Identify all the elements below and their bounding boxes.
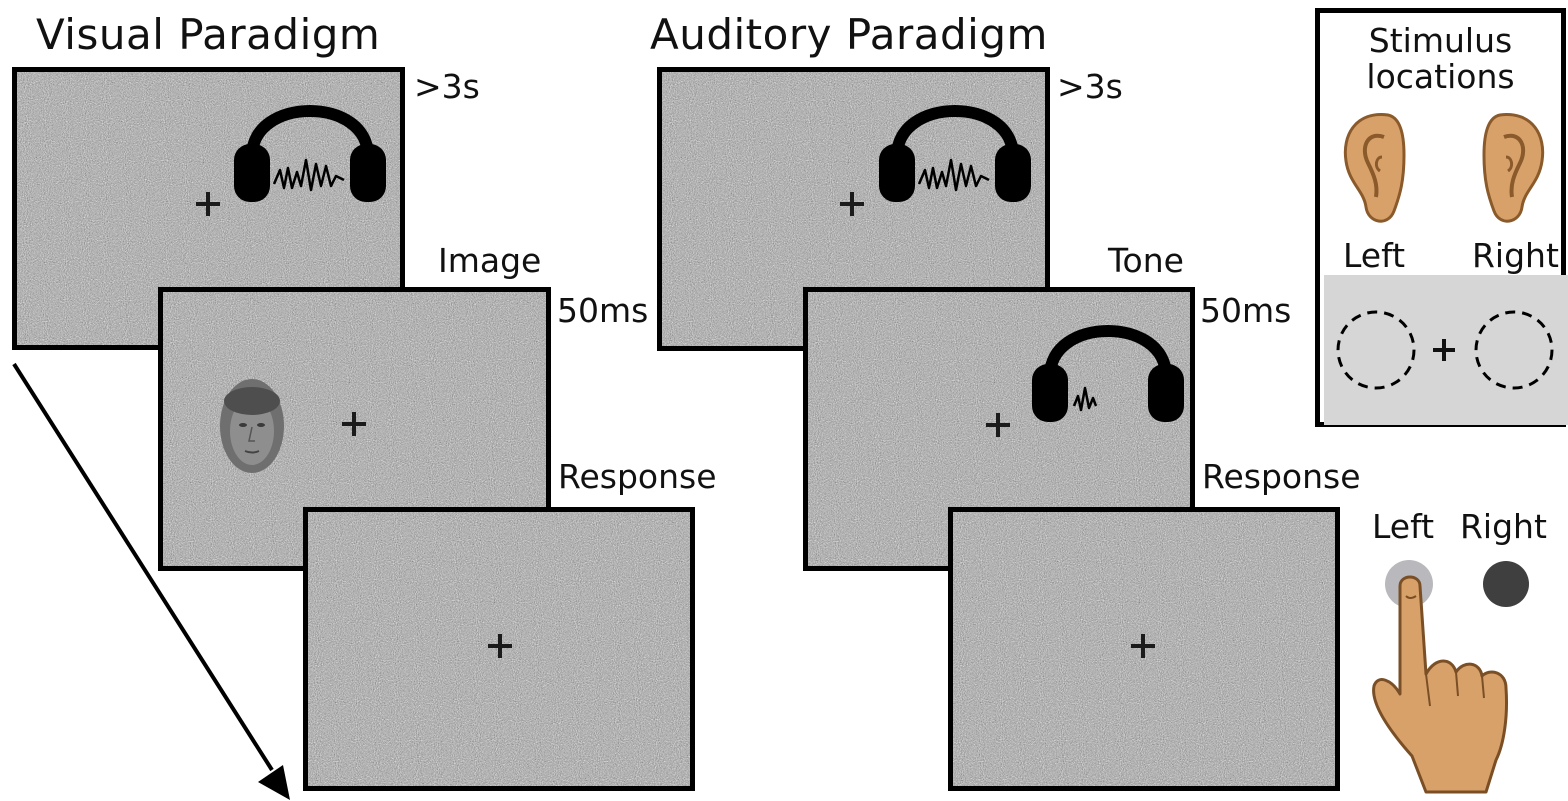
headphones-icon: [879, 105, 1031, 202]
fixation-cross-icon: [1131, 634, 1155, 658]
finger-press-icon: [1372, 560, 1508, 794]
visual-response-label: Response: [558, 457, 717, 496]
headphones-icon: [234, 105, 386, 202]
auditory-stimulus-duration: 50ms: [1200, 291, 1292, 330]
fixation-cross-icon: [488, 634, 512, 658]
stimulus-locations-title: Stimulus locations: [1320, 23, 1561, 95]
visual-stimulus-duration: 50ms: [557, 291, 649, 330]
visual-fixation-duration: >3s: [414, 67, 480, 106]
auditory-paradigm-title: Auditory Paradigm: [650, 10, 1048, 59]
location-right-label: Right: [1472, 236, 1559, 275]
visual-stimulus-label: Image: [438, 241, 542, 280]
location-circles: [1336, 310, 1554, 390]
fixation-cross-icon: [342, 412, 366, 436]
button-right-label: Right: [1460, 507, 1547, 546]
fixation-cross-icon: [840, 192, 864, 216]
visual-paradigm-title: Visual Paradigm: [36, 10, 381, 59]
ear-icon: [1343, 113, 1406, 223]
headphones-icon: [1032, 325, 1184, 422]
stimulus-locations-panel: Stimulus locations Left Right: [1315, 8, 1568, 427]
auditory-response-screen: [948, 507, 1340, 791]
locations-display: [1324, 275, 1568, 425]
auditory-fixation-duration: >3s: [1057, 67, 1123, 106]
auditory-stimulus-label: Tone: [1108, 241, 1184, 280]
auditory-response-label: Response: [1202, 457, 1361, 496]
ear-icon: [1482, 113, 1545, 223]
button-left-label: Left: [1372, 507, 1435, 546]
face-image: [220, 379, 284, 473]
stimulus-locations-title-line2: locations: [1366, 57, 1515, 96]
stimulus-locations-title-line1: Stimulus: [1368, 21, 1513, 60]
location-left-label: Left: [1343, 236, 1406, 275]
fixation-cross-icon: [196, 192, 220, 216]
button-right: [1483, 561, 1529, 607]
fixation-cross-icon: [986, 413, 1010, 437]
